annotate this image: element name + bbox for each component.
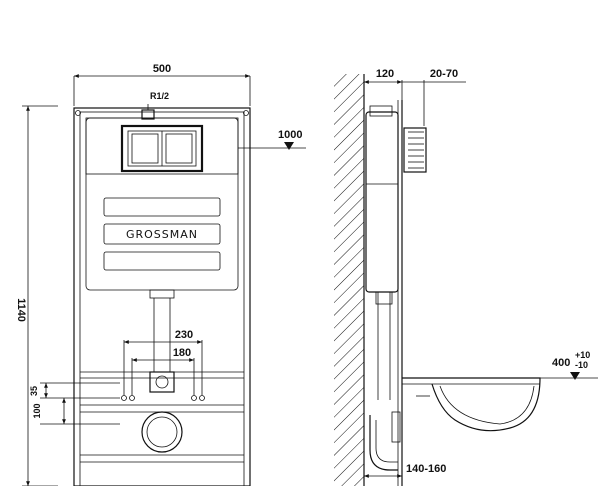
depth-dimension: 120: [376, 68, 394, 80]
thread-label: R1/2: [150, 91, 169, 101]
svg-text:1000: 1000: [278, 129, 302, 141]
height-dimension: 1140: [15, 298, 27, 322]
bolt-inner-dimension: 180: [173, 347, 191, 359]
side-view: 120 20-70 400 +10 -10 140-160: [334, 68, 598, 486]
brand-label: GROSSMAN: [126, 228, 198, 241]
width-dimension: 500: [153, 63, 171, 75]
offset-bottom-dimension: 100: [32, 403, 42, 418]
flush-plate: [120, 124, 204, 173]
bowl-tolerance-plus: +10: [575, 350, 590, 360]
adjust-dimension: 20-70: [430, 68, 458, 80]
drain-outlet: [141, 411, 183, 453]
bowl-tolerance-minus: -10: [575, 360, 588, 370]
flush-height-marker: 1000: [238, 129, 306, 150]
wall-hatch: [334, 74, 364, 486]
toilet-bowl: [402, 377, 541, 432]
front-view: GROSSMAN 500 R1/2 1140: [15, 63, 251, 486]
frame-outline: [73, 107, 251, 486]
bowl-height-dimension: 400: [552, 357, 570, 369]
cistern-profile: [365, 111, 399, 293]
bolt-outer-dimension: 230: [175, 329, 193, 341]
drain-dimension: 140-160: [406, 463, 446, 475]
offset-top-dimension: 35: [29, 386, 39, 396]
